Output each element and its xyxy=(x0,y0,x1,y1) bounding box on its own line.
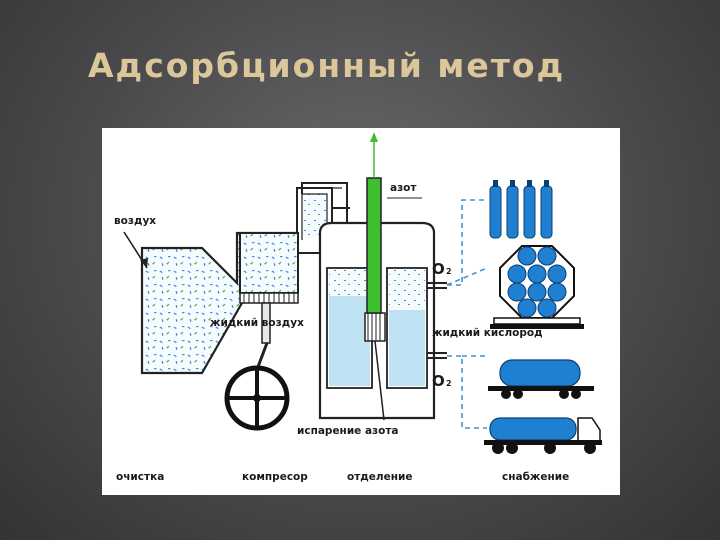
liquid-air-label: жидкий воздух xyxy=(210,317,304,329)
cylinder-bundle xyxy=(490,245,584,329)
oxygen-label-bottom-sub: 2 xyxy=(446,379,452,388)
supply-lines xyxy=(446,199,488,429)
separation-column xyxy=(318,221,436,421)
tanker-truck xyxy=(484,417,602,454)
nitrogen-label: азот xyxy=(390,182,417,194)
stage-label-supply: снабжение xyxy=(502,471,569,483)
oxygen-label-top-sub: 2 xyxy=(446,267,452,276)
compressor-unit xyxy=(224,232,299,431)
process-diagram: воздух жидкий воздух xyxy=(102,128,620,495)
nitrogen-evaporation-label: испарение азота xyxy=(297,425,399,437)
stage-label-separation: отделение xyxy=(347,471,412,483)
nitrogen-pipe xyxy=(366,132,382,314)
oxygen-label-top: O xyxy=(432,260,445,278)
air-label: воздух xyxy=(114,215,156,227)
rail-tank-car xyxy=(488,359,594,399)
gas-cylinders xyxy=(489,180,553,239)
stage-label-purification: очистка xyxy=(116,471,164,483)
liquid-oxygen-label: жидкий кислород xyxy=(432,327,543,339)
process-diagram-svg: воздух жидкий воздух xyxy=(114,132,602,483)
slide-title: Адсорбционный метод xyxy=(88,46,566,85)
oxygen-label-bottom: O xyxy=(432,372,445,390)
oxygen-outlets xyxy=(427,282,447,359)
stage-label-compressor: компресор xyxy=(242,471,308,483)
